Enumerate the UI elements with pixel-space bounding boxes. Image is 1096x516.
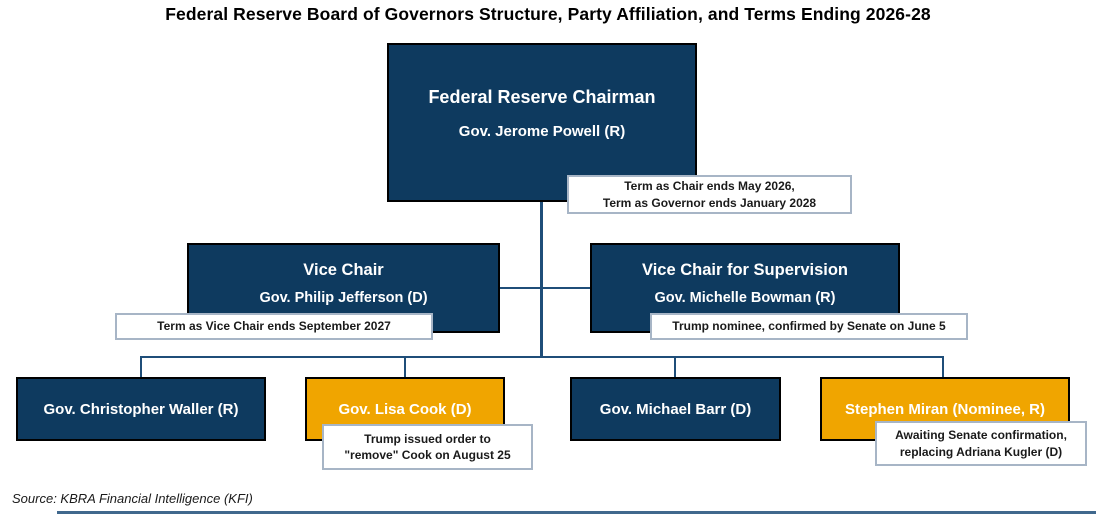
chairman-role: Federal Reserve Chairman xyxy=(428,87,656,107)
cook-removal-note-line2: "remove" Cook on August 25 xyxy=(344,448,511,462)
governor-barr-box: Gov. Michael Barr (D) xyxy=(570,377,781,441)
governor-cook-name: Gov. Lisa Cook (D) xyxy=(338,400,472,418)
vice-chair-term-note-line1: Term as Vice Chair ends September 2027 xyxy=(157,319,391,334)
connector-stub-cook xyxy=(404,356,406,378)
connector-stub-waller xyxy=(140,356,142,378)
vice-chair-supervision-note-line1: Trump nominee, confirmed by Senate on Ju… xyxy=(672,319,946,334)
chart-title: Federal Reserve Board of Governors Struc… xyxy=(165,4,931,24)
governor-miran-name: Stephen Miran (Nominee, R) xyxy=(844,400,1046,418)
connector-row3-horizontal xyxy=(140,356,944,358)
governor-barr-name: Gov. Michael Barr (D) xyxy=(599,400,752,418)
cook-removal-note: Trump issued order to "remove" Cook on A… xyxy=(322,424,533,470)
vice-chair-term-note: Term as Vice Chair ends September 2027 xyxy=(115,313,433,340)
footer-rule xyxy=(57,511,1096,514)
vice-chair-supervision-name: Gov. Michelle Bowman (R) xyxy=(654,289,836,306)
source-attribution: Source: KBRA Financial Intelligence (KFI… xyxy=(12,491,253,506)
governor-waller-box: Gov. Christopher Waller (R) xyxy=(16,377,266,441)
vice-chair-supervision-role: Vice Chair for Supervision xyxy=(641,260,848,279)
vice-chair-supervision-note: Trump nominee, confirmed by Senate on Ju… xyxy=(650,313,968,340)
miran-confirmation-note-line1: Awaiting Senate confirmation, xyxy=(895,428,1067,443)
connector-stub-barr xyxy=(674,356,676,378)
chairman-term-note: Term as Chair ends May 2026, Term as Gov… xyxy=(567,175,852,214)
connector-row2-horizontal xyxy=(498,287,592,289)
miran-confirmation-note: Awaiting Senate confirmation, replacing … xyxy=(875,421,1087,466)
vice-chair-role: Vice Chair xyxy=(303,260,384,279)
chairman-term-note-line1: Term as Chair ends May 2026, xyxy=(624,179,795,194)
governor-waller-name: Gov. Christopher Waller (R) xyxy=(43,400,239,418)
connector-stub-miran xyxy=(942,356,944,378)
chairman-term-note-line2: Term as Governor ends January 2028 xyxy=(602,195,817,210)
chairman-box: Federal Reserve Chairman Gov. Jerome Pow… xyxy=(387,43,697,202)
cook-removal-note-line1: Trump issued order to xyxy=(364,431,491,446)
chairman-name: Gov. Jerome Powell (R) xyxy=(458,123,626,140)
vice-chair-name: Gov. Philip Jefferson (D) xyxy=(259,289,428,306)
connector-trunk xyxy=(540,202,543,358)
miran-confirmation-note-line2: replacing Adriana Kugler (D) xyxy=(899,444,1063,459)
